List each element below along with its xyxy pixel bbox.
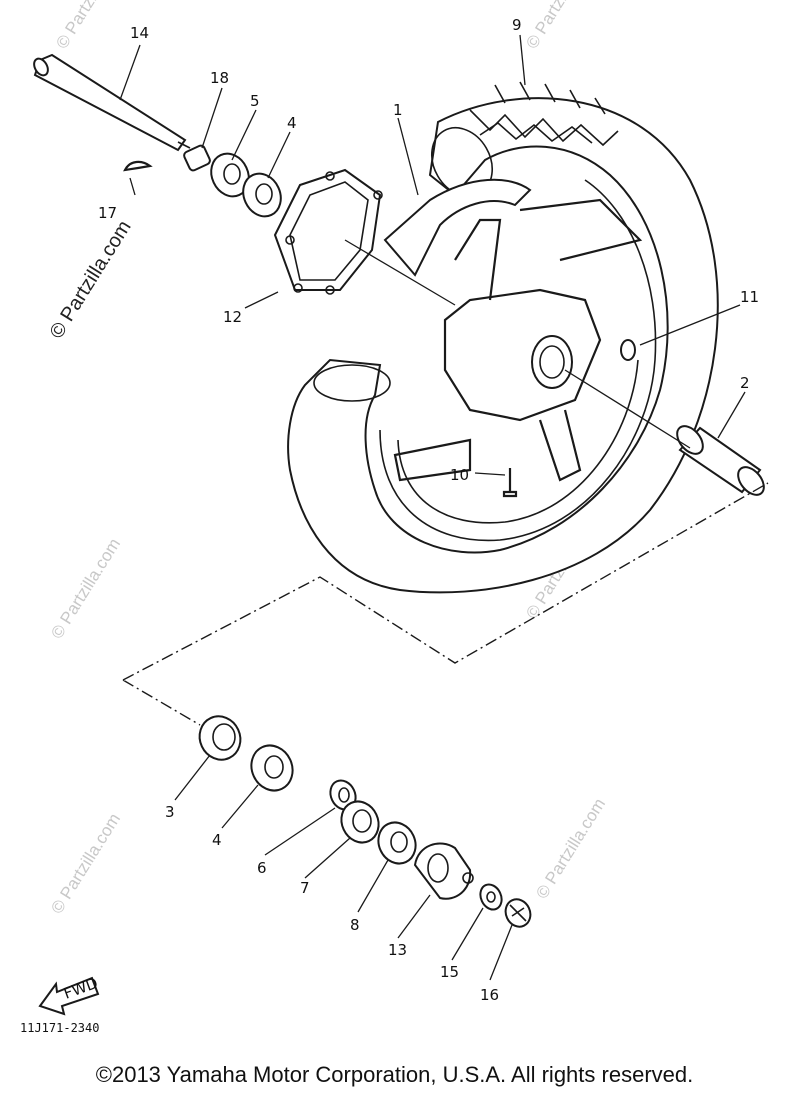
watermark: © Partzilla.com <box>47 810 124 917</box>
gasket-12 <box>273 168 383 295</box>
valve-10 <box>502 468 518 498</box>
meter-clutch-13 <box>413 842 474 900</box>
drawing-code: 11J171-2340 <box>20 1021 100 1035</box>
callout-2: 2 <box>740 374 750 392</box>
washer-15 <box>479 883 503 911</box>
callout-18: 18 <box>210 69 229 87</box>
oil-seal-3 <box>198 715 242 761</box>
callout-10: 10 <box>450 466 469 484</box>
callout-6: 6 <box>257 859 267 877</box>
callout-17: 17 <box>98 204 117 222</box>
copyright-notice: ©2013 Yamaha Motor Corporation, U.S.A. A… <box>95 1062 694 1087</box>
leader-lines-lower <box>174 754 513 981</box>
callout-9: 9 <box>512 16 522 34</box>
callout-4-lower: 4 <box>212 831 222 849</box>
rim-band <box>383 178 532 277</box>
callout-12: 12 <box>223 308 242 326</box>
oil-seal-7 <box>340 800 380 844</box>
tire <box>287 81 719 594</box>
nut-16 <box>504 898 532 928</box>
watermark: © Partzilla.com <box>47 535 124 642</box>
callout-4-top: 4 <box>287 114 297 132</box>
callout-15: 15 <box>440 963 459 981</box>
cotter-pin <box>123 160 153 172</box>
spacer-2 <box>676 425 765 496</box>
callout-7: 7 <box>300 879 310 897</box>
bearing-5 <box>210 152 250 198</box>
leader-lines <box>119 34 746 476</box>
bearing-8 <box>377 821 417 865</box>
watermark-main: © Partzilla.com <box>46 217 136 343</box>
wheel-hub-spokes <box>393 198 643 482</box>
callout-3: 3 <box>165 803 175 821</box>
callout-14: 14 <box>130 24 149 42</box>
callout-16: 16 <box>480 986 499 1004</box>
callout-8: 8 <box>350 916 360 934</box>
callout-5: 5 <box>250 92 260 110</box>
weight-11 <box>620 339 636 361</box>
collar-18 <box>183 144 211 172</box>
axle <box>33 53 191 152</box>
exploded-boundary <box>122 482 769 726</box>
watermark: © Partzilla.com <box>52 0 129 52</box>
callout-1: 1 <box>393 101 403 119</box>
callout-11: 11 <box>740 288 759 306</box>
fwd-arrow-icon: FWD <box>38 974 100 1016</box>
watermark: © Partzilla.com <box>522 0 599 52</box>
watermark: © Partzilla.com <box>532 795 609 902</box>
bearing-4-lower <box>250 744 294 792</box>
bearing-4-top <box>242 172 282 218</box>
callout-13: 13 <box>388 941 407 959</box>
